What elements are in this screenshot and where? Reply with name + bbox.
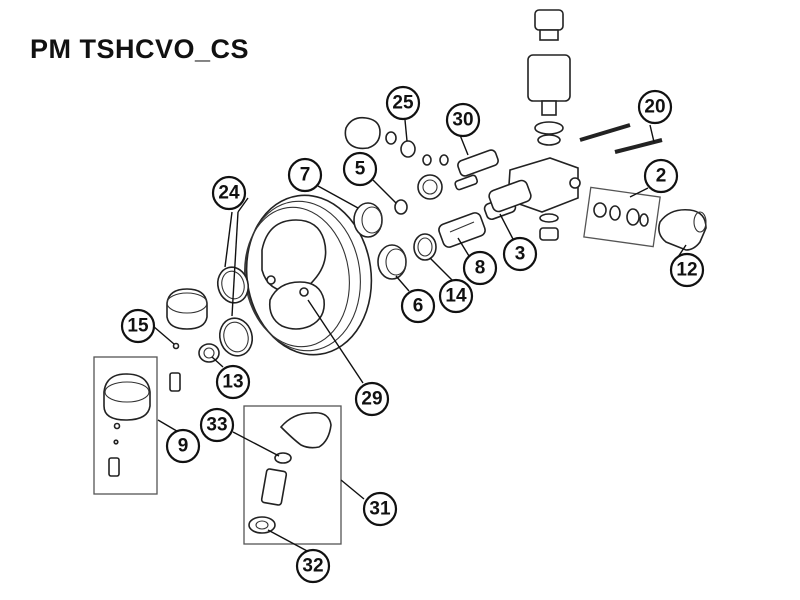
sleeve-6 (377, 244, 407, 280)
cartridge-8 (438, 212, 486, 248)
callout-32: 32 (295, 548, 331, 584)
callout-2: 2 (643, 158, 679, 194)
svg-text:30: 30 (452, 110, 473, 131)
svg-text:33: 33 (206, 415, 227, 436)
callout-7: 7 (287, 157, 323, 193)
trim-plate (244, 194, 373, 356)
group-box-31 (243, 405, 342, 545)
callout-14: 14 (438, 278, 474, 314)
group-box-9 (93, 356, 158, 495)
washer-5 (394, 199, 408, 215)
callout-20: 20 (637, 89, 673, 125)
adapter-13 (198, 343, 220, 363)
bonnet-7 (353, 202, 383, 238)
cap-5b (417, 174, 443, 200)
svg-text:14: 14 (445, 286, 467, 307)
valve-body (488, 9, 581, 241)
ring-24-upper (216, 266, 250, 304)
group-2-parts (593, 202, 649, 227)
svg-text:12: 12 (676, 260, 697, 281)
callout-8: 8 (462, 250, 498, 286)
svg-text:2: 2 (656, 166, 667, 187)
ring-24-lower (218, 317, 254, 357)
callout-33: 33 (199, 407, 235, 443)
handle-9 (103, 373, 151, 477)
handle-cap (166, 288, 208, 330)
svg-text:29: 29 (361, 389, 382, 410)
pin-15 (169, 372, 181, 392)
callout-6: 6 (400, 288, 436, 324)
svg-text:31: 31 (369, 499, 391, 520)
callout-24: 24 (211, 175, 247, 211)
rods-20 (579, 123, 663, 154)
callout-29: 29 (354, 381, 390, 417)
svg-text:5: 5 (355, 159, 366, 180)
svg-text:7: 7 (300, 165, 311, 186)
nut-25 (385, 131, 416, 158)
svg-text:8: 8 (475, 258, 486, 279)
svg-text:24: 24 (218, 183, 240, 204)
svg-text:9: 9 (178, 436, 189, 457)
group-box-2 (583, 186, 661, 248)
svg-text:15: 15 (127, 316, 149, 337)
diverter-handle-31 (248, 411, 332, 534)
elbow-12 (658, 208, 707, 251)
callout-3: 3 (502, 236, 538, 272)
oring-small-a (422, 154, 432, 166)
callout-30: 30 (445, 102, 481, 138)
callout-13: 13 (215, 364, 251, 400)
svg-text:32: 32 (302, 556, 323, 577)
callout-5: 5 (342, 151, 378, 187)
stem-30 (454, 149, 499, 191)
small-screw-15 (172, 342, 180, 350)
svg-text:6: 6 (413, 296, 424, 317)
oring-small-b (439, 154, 449, 166)
callout-12: 12 (669, 252, 705, 288)
knob-cover (344, 116, 381, 150)
diagram-title: PM TSHCVO_CS (30, 34, 250, 64)
svg-text:13: 13 (222, 372, 243, 393)
svg-text:25: 25 (392, 93, 414, 114)
leader-lines (152, 119, 687, 553)
callout-15: 15 (120, 308, 156, 344)
callout-9: 9 (165, 428, 201, 464)
svg-text:3: 3 (515, 244, 526, 265)
callout-25: 25 (385, 85, 421, 121)
svg-text:20: 20 (644, 97, 665, 118)
ring-14 (413, 233, 437, 261)
callout-31: 31 (362, 491, 398, 527)
